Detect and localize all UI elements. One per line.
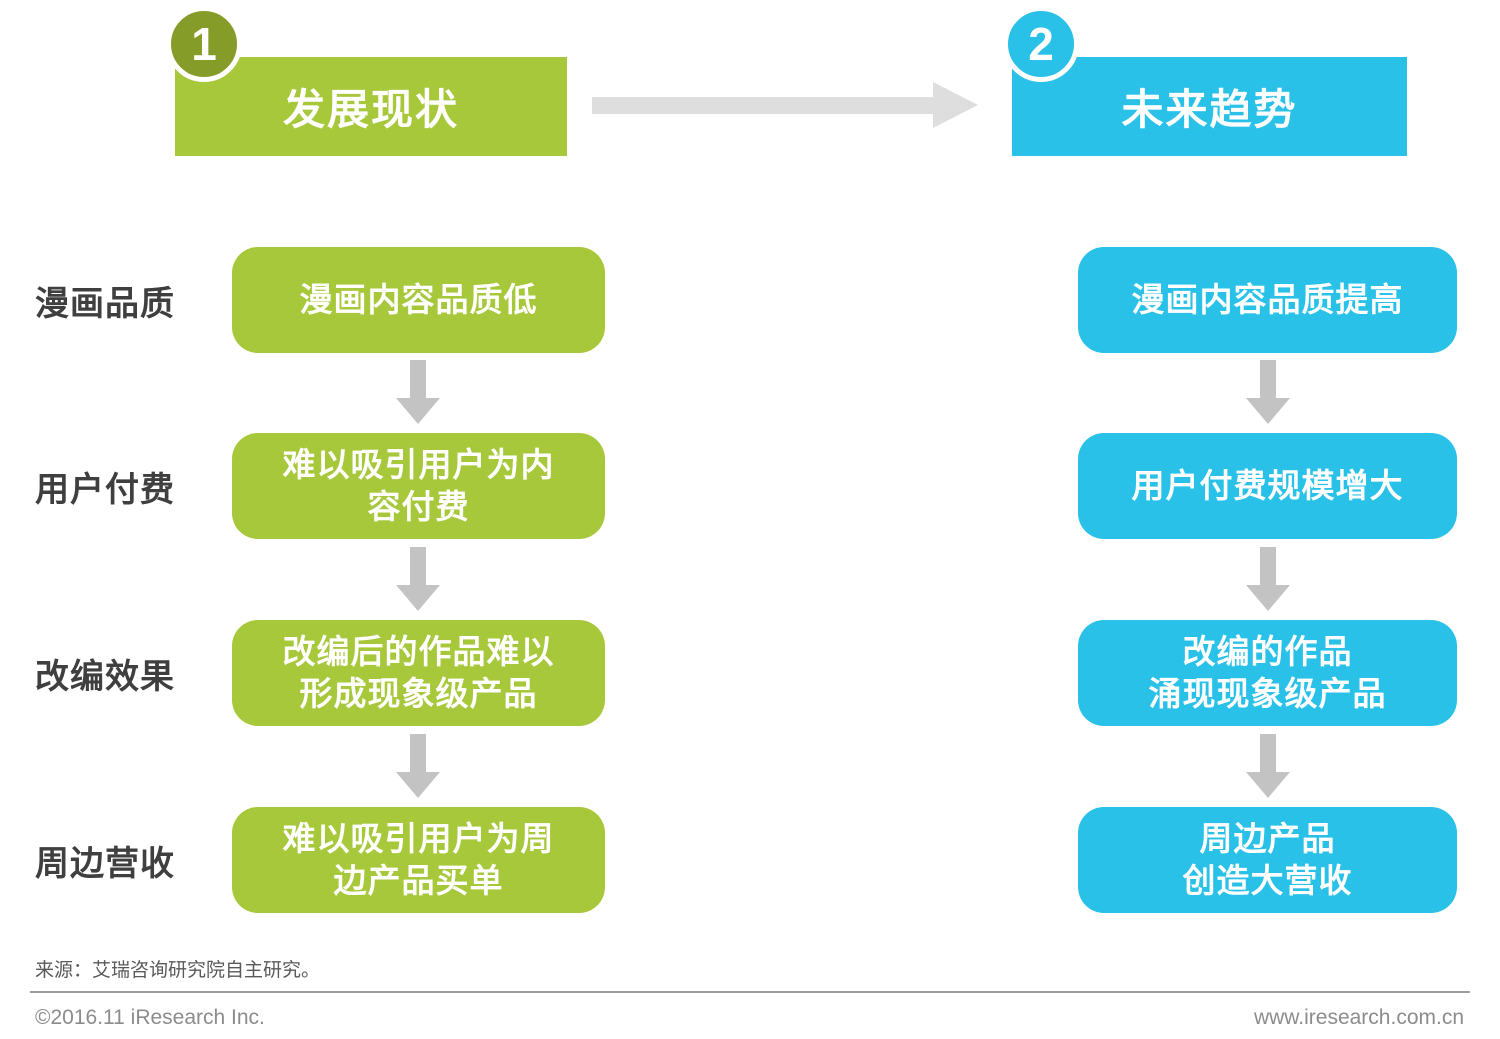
header-future-trend: 未来趋势	[1012, 57, 1407, 156]
header-current-status-label: 发展现状	[282, 86, 459, 133]
header-future-trend-label: 未来趋势	[1121, 86, 1298, 133]
future-box-merchandise-revenue: 周边产品 创造大营收	[1078, 807, 1457, 913]
row-label-user-payment: 用户付费	[35, 470, 175, 509]
down-arrow-icon	[1246, 547, 1290, 611]
right-arrow-icon	[592, 82, 978, 129]
current-box-merchandise-revenue: 难以吸引用户为周 边产品买单	[232, 807, 605, 913]
step-2-badge: 2	[1003, 6, 1079, 82]
row-label-adaptation-effect: 改编效果	[35, 657, 175, 696]
step-2-number: 2	[1028, 18, 1054, 70]
right-arrow-head	[933, 82, 978, 128]
down-arrow-icon	[396, 360, 440, 424]
footer-copyright: ©2016.11 iResearch Inc.	[35, 1006, 265, 1029]
down-arrow-icon	[1246, 734, 1290, 798]
footer-divider	[30, 991, 1470, 993]
current-box-adaptation-effect: 改编后的作品难以 形成现象级产品	[232, 620, 605, 726]
header-current-status: 发展现状	[175, 57, 567, 156]
down-arrow-icon	[396, 547, 440, 611]
source-note: 来源：艾瑞咨询研究院自主研究。	[35, 960, 321, 981]
current-box-user-payment: 难以吸引用户为内 容付费	[232, 433, 605, 539]
current-box-comic-quality: 漫画内容品质低	[232, 247, 605, 353]
footer-website: www.iresearch.com.cn	[1253, 1006, 1464, 1029]
step-1-number: 1	[191, 18, 217, 70]
down-arrow-icon	[396, 734, 440, 798]
future-box-comic-quality: 漫画内容品质提高	[1078, 247, 1457, 353]
down-arrow-icon	[1246, 360, 1290, 424]
future-box-user-payment: 用户付费规模增大	[1078, 433, 1457, 539]
row-label-comic-quality: 漫画品质	[35, 284, 175, 323]
right-arrow-shaft	[592, 97, 933, 114]
future-box-adaptation-effect: 改编的作品 涌现现象级产品	[1078, 620, 1457, 726]
step-1-badge: 1	[166, 6, 242, 82]
row-label-merchandise-revenue: 周边营收	[35, 844, 175, 883]
